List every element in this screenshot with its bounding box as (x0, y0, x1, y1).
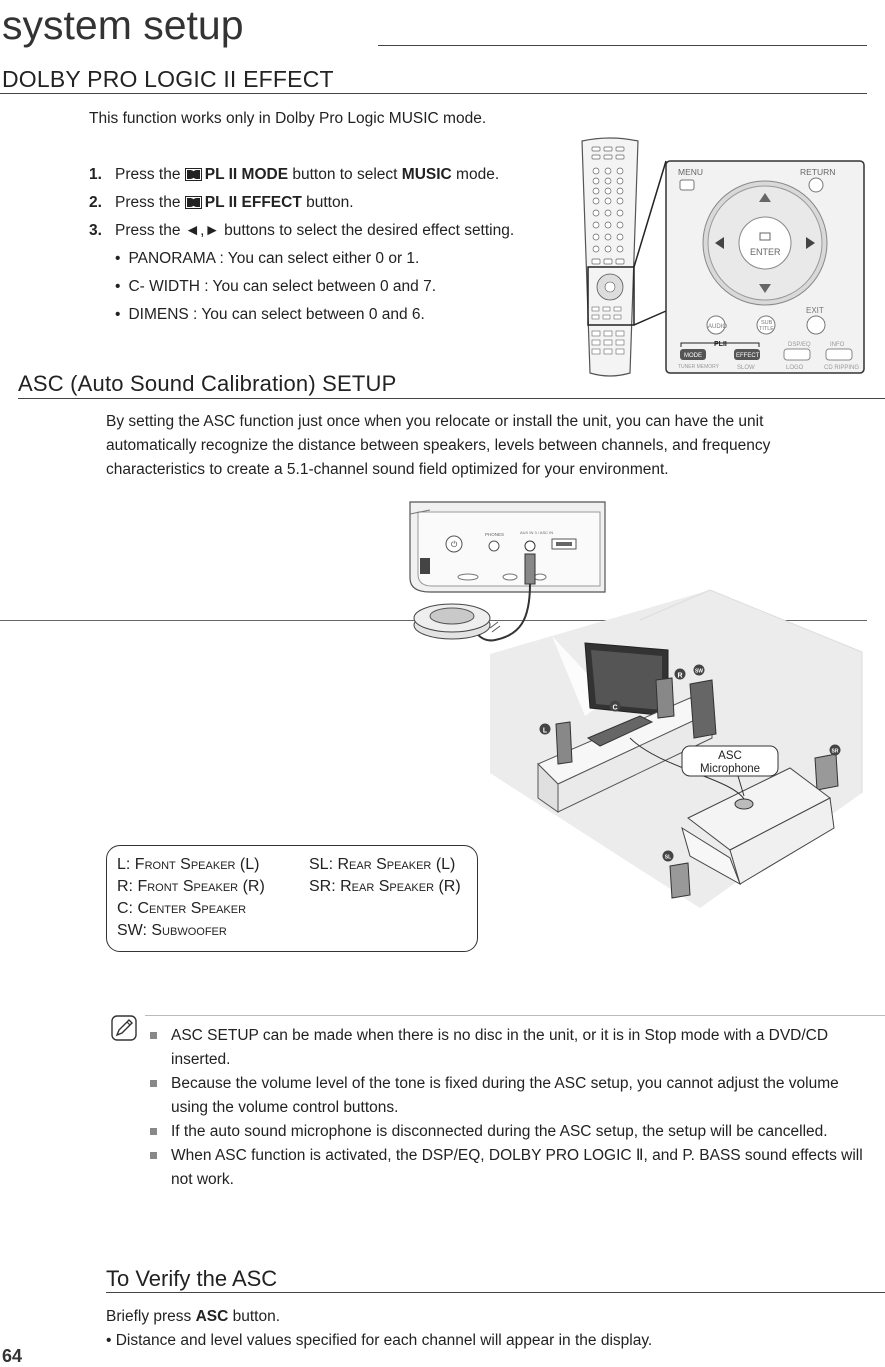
header-rule (378, 45, 867, 46)
legend-row: C: Center Speaker (117, 898, 467, 920)
verify-text: Briefly press (106, 1308, 196, 1325)
step-text: mode. (451, 166, 500, 183)
mic-callout-line-2: Microphone (700, 763, 760, 775)
mode-label: MODE (684, 353, 702, 359)
notes-rule (145, 1015, 885, 1016)
svg-text:⏻: ⏻ (451, 540, 458, 549)
page-section-title: system setup (2, 2, 244, 48)
legend-row: L: Front Speaker (L) SL: Rear Speaker (L) (117, 854, 467, 876)
badge-l: L (543, 728, 548, 735)
page-number: 64 (2, 1346, 23, 1366)
dsp-label: DSP/EQ (788, 342, 811, 348)
legend-item: L: Front Speaker (L) (117, 856, 260, 873)
phones-label: PHONES (485, 532, 504, 537)
legend-item: SW: Subwoofer (117, 922, 227, 939)
badge-sl: SL (665, 855, 671, 861)
step-text: button to select (288, 166, 402, 183)
slow-label: SLOW (737, 365, 755, 371)
note-item: ASC SETUP can be made when there is no d… (149, 1024, 879, 1072)
asc-description: By setting the ASC function just once wh… (106, 413, 771, 478)
mic-callout-line-1: ASC (718, 750, 742, 762)
asc-in-label: AUX IN 3 / ASC IN (520, 530, 553, 535)
legend-item: SR: Rear Speaker (R) (309, 878, 461, 895)
legend-item: C: Center Speaker (117, 900, 247, 917)
legend-row: SW: Subwoofer (117, 920, 467, 942)
effect-label: EFFECT (736, 353, 760, 359)
note-pencil-icon (111, 1015, 137, 1041)
step-2: 2. Press the PL II EFFECT button. (89, 189, 559, 217)
step-bold: MUSIC (401, 166, 452, 183)
cd-ripping-label: CD RIPPING (824, 365, 859, 371)
legend-item: R: Front Speaker (R) (117, 878, 265, 895)
step-number: 2. (89, 194, 102, 211)
list-item: DIMENS : You can select between 0 and 6. (115, 301, 565, 329)
dolby-heading: DOLBY PRO LOGIC II EFFECT (2, 66, 334, 92)
enter-label: ENTER (750, 247, 781, 257)
step-1: 1.Press the PL II MODE button to select … (89, 161, 559, 189)
return-label: RETURN (800, 167, 835, 177)
menu-label: MENU (678, 167, 703, 177)
note-item: Because the volume level of the tone is … (149, 1072, 879, 1120)
audio-label: AUDIO (708, 324, 727, 330)
pl2-label: PLII (714, 341, 727, 348)
step-3: 3. Press the ◄,► buttons to select the de… (89, 217, 559, 245)
badge-r: R (677, 673, 682, 680)
verify-bullet: • Distance and level values specified fo… (106, 1328, 652, 1354)
asc-rule (18, 398, 885, 399)
step-text: button. (301, 194, 354, 211)
unit-panel-illustration: ⏻ PHONES AUX IN 3 / ASC IN (409, 501, 606, 642)
exit-label: EXIT (806, 306, 824, 315)
bullet-glyph: • (106, 1332, 116, 1349)
note-item: When ASC function is activated, the DSP/… (149, 1144, 879, 1192)
badge-c: C (612, 705, 617, 712)
tuner-label: TUNER MEMORY (678, 364, 720, 370)
list-item: C- WIDTH : You can select between 0 and … (115, 273, 565, 301)
dolby-steps: 1.Press the PL II MODE button to select … (89, 161, 559, 245)
effect-settings-list: PANORAMA : You can select either 0 or 1.… (115, 245, 565, 329)
badge-sw: SW (695, 669, 703, 675)
verify-text: button. (228, 1308, 281, 1325)
room-diagram: ASC Microphone L C R SW SR SL (490, 589, 863, 908)
list-item: PANORAMA : You can select either 0 or 1. (115, 245, 565, 273)
step-text: Press the ◄,► buttons to select the desi… (115, 222, 515, 239)
asc-notes: ASC SETUP can be made when there is no d… (149, 1024, 879, 1192)
speaker-legend: L: Front Speaker (L) SL: Rear Speaker (L)… (106, 845, 478, 952)
badge-sr: SR (832, 749, 839, 755)
step-bold: PL II EFFECT (204, 194, 302, 211)
legend-item: SL: Rear Speaker (L) (309, 856, 456, 873)
dolby-intro: This function works only in Dolby Pro Lo… (89, 110, 487, 127)
verify-bullet-text: Distance and level values specified for … (115, 1332, 653, 1349)
step-text: Press the (115, 166, 185, 183)
verify-heading: To Verify the ASC (106, 1266, 278, 1291)
verify-rule (106, 1292, 885, 1293)
verify-instruction: Briefly press ASC button. (106, 1304, 280, 1330)
dolby-double-d-icon (184, 168, 202, 181)
info-label: INFO (830, 342, 845, 348)
step-number: 1. (89, 166, 102, 183)
dolby-rule (0, 93, 867, 94)
dolby-double-d-icon (184, 196, 202, 209)
step-text: Press the (115, 194, 185, 211)
remote-illustration: MENU RETURN ENTER EXIT AUDIO SUB TITLE P… (581, 137, 865, 377)
verify-bold: ASC (195, 1308, 229, 1325)
legend-row: R: Front Speaker (R) SR: Rear Speaker (R) (117, 876, 467, 898)
logo-label: LOGO (786, 365, 804, 371)
step-number: 3. (89, 222, 102, 239)
asc-heading: ASC (Auto Sound Calibration) SETUP (18, 371, 397, 396)
remote-zoom-panel: MENU RETURN ENTER EXIT AUDIO SUB TITLE P… (665, 160, 865, 374)
small-remote (581, 137, 667, 377)
note-item: If the auto sound microphone is disconne… (149, 1120, 879, 1144)
step-bold: PL II MODE (204, 166, 289, 183)
sub-label: SUB (761, 320, 773, 326)
title-label: TITLE (759, 326, 774, 332)
